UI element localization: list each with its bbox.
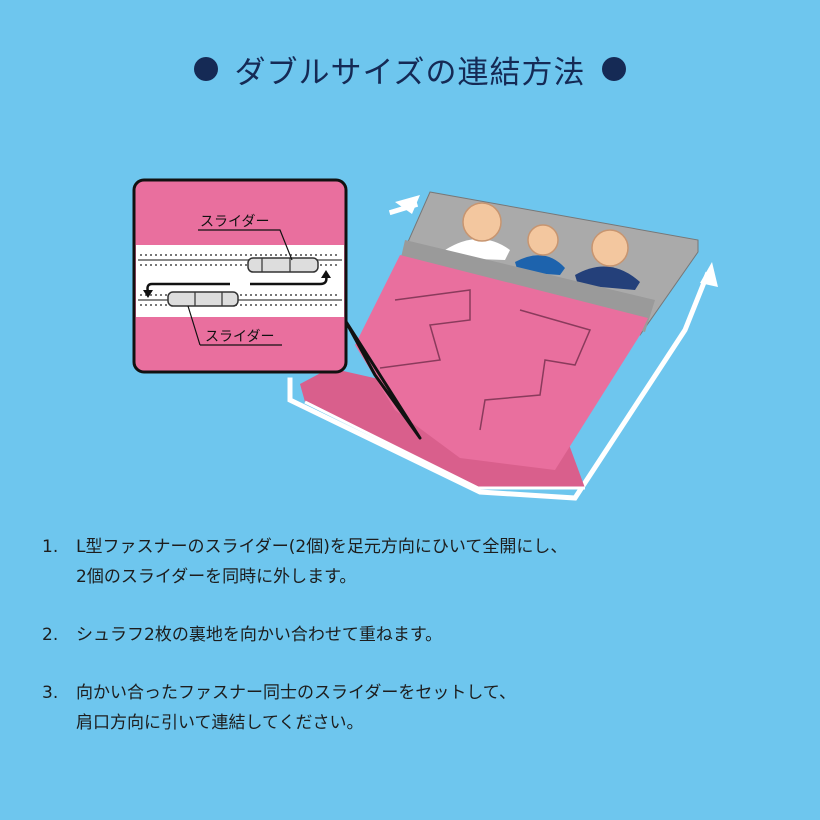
- slider-label-bottom: スライダー: [205, 329, 274, 345]
- person-head-icon-3: [575, 229, 640, 290]
- step-number: 3.: [42, 683, 59, 703]
- step-text: 肩口方向に引いて連結してください。: [76, 713, 364, 733]
- heading-row: ダブルサイズの連結方法: [0, 44, 820, 94]
- zipper-slider-icon-top: [247, 257, 319, 273]
- zipper-slider-icon-bottom: [167, 291, 239, 307]
- instruction-step-1: 1. L型ファスナーのスライダー(2個)を足元方向にひいて全開にし、 2個のスライ…: [42, 532, 567, 592]
- person-head-icon-2: [515, 224, 565, 275]
- sleeping-bag-top: [355, 255, 648, 470]
- instruction-step-2: 2. シュラフ2枚の裏地を向かい合わせて重ねます。: [42, 620, 567, 650]
- step-number: 1.: [42, 537, 59, 557]
- step-text: L型ファスナーのスライダー(2個)を足元方向にひいて全開にし、: [76, 537, 568, 557]
- page-title: ダブルサイズの連結方法: [234, 54, 586, 91]
- step-text: シュラフ2枚の裏地を向かい合わせて重ねます。: [76, 625, 443, 645]
- instruction-list: 1. L型ファスナーのスライダー(2個)を足元方向にひいて全開にし、 2個のスライ…: [42, 532, 567, 766]
- step-text: 2個のスライダーを同時に外します。: [76, 567, 357, 587]
- bullet-dot-right: [601, 57, 626, 81]
- step-text: 向かい合ったファスナー同士のスライダーをセットして、: [76, 683, 516, 703]
- slider-label-top: スライダー: [200, 214, 269, 230]
- step-number: 2.: [42, 625, 59, 645]
- bullet-dot-left: [194, 57, 219, 81]
- zipper-callout: スライダー スライダー: [132, 178, 348, 374]
- instruction-step-3: 3. 向かい合ったファスナー同士のスライダーをセットして、 肩口方向に引いて連結し…: [42, 678, 567, 738]
